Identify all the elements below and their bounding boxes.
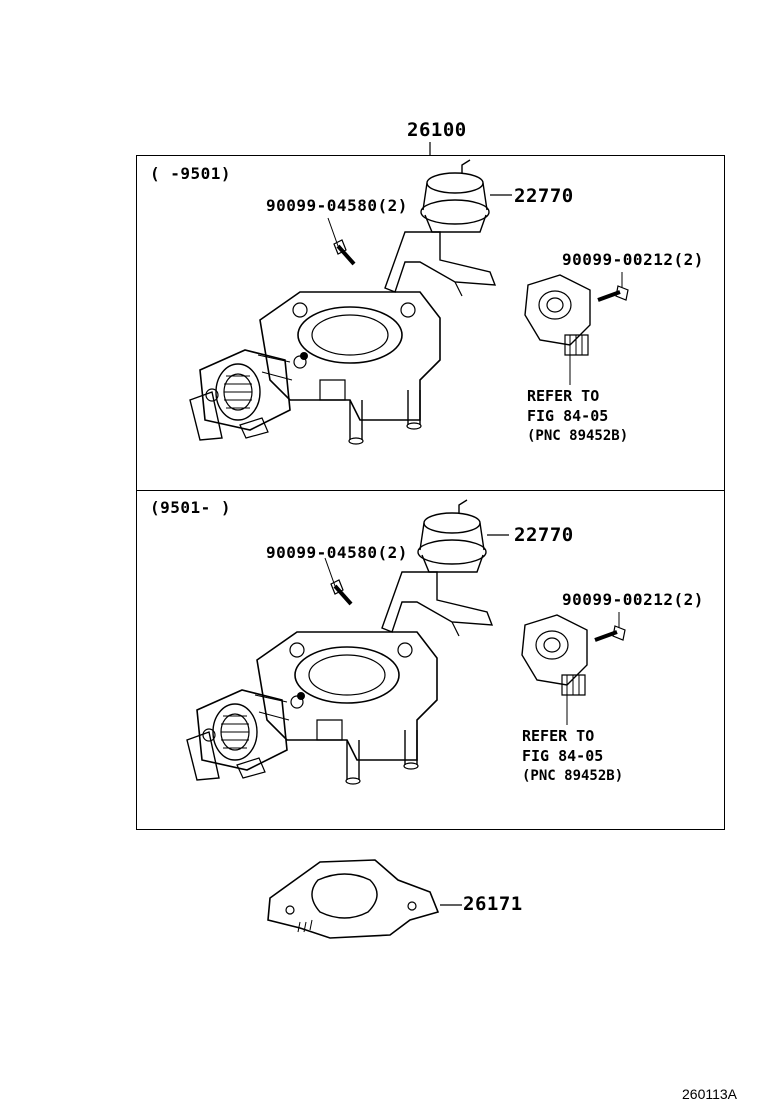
panel-upper-refer-note: REFER TO FIG 84-05 (PNC 89452B) xyxy=(527,386,628,446)
panel-upper-bolt-a-label: 90099-04580(2) xyxy=(266,196,408,215)
gasket-part-number: 26171 xyxy=(463,893,523,915)
gasket-art xyxy=(267,859,462,939)
refer-line-2: FIG 84-05 xyxy=(527,407,609,425)
panel-lower-frame xyxy=(136,490,725,830)
panel-lower-refer-note: REFER TO FIG 84-05 (PNC 89452B) xyxy=(522,726,623,786)
panel-lower-bolt-a-label: 90099-04580(2) xyxy=(266,543,408,562)
refer-line-1: REFER TO xyxy=(527,387,600,405)
panel-upper-frame xyxy=(136,155,725,491)
panel-upper-date-range: ( -9501) xyxy=(150,164,232,183)
panel-lower-valve-label: 22770 xyxy=(514,524,574,546)
refer-line-3: (PNC 89452B) xyxy=(527,428,629,444)
panel-upper-bolt-b-label: 90099-00212(2) xyxy=(562,250,704,269)
assembly-part-number: 26100 xyxy=(407,119,467,141)
refer-line-1: REFER TO xyxy=(522,727,595,745)
panel-lower-bolt-b-label: 90099-00212(2) xyxy=(562,590,704,609)
panel-lower-date-range: (9501- ) xyxy=(150,498,232,517)
refer-line-3: (PNC 89452B) xyxy=(522,768,624,784)
figure-id: 260113A xyxy=(682,1086,738,1102)
refer-line-2: FIG 84-05 xyxy=(522,747,604,765)
panel-upper-valve-label: 22770 xyxy=(514,185,574,207)
